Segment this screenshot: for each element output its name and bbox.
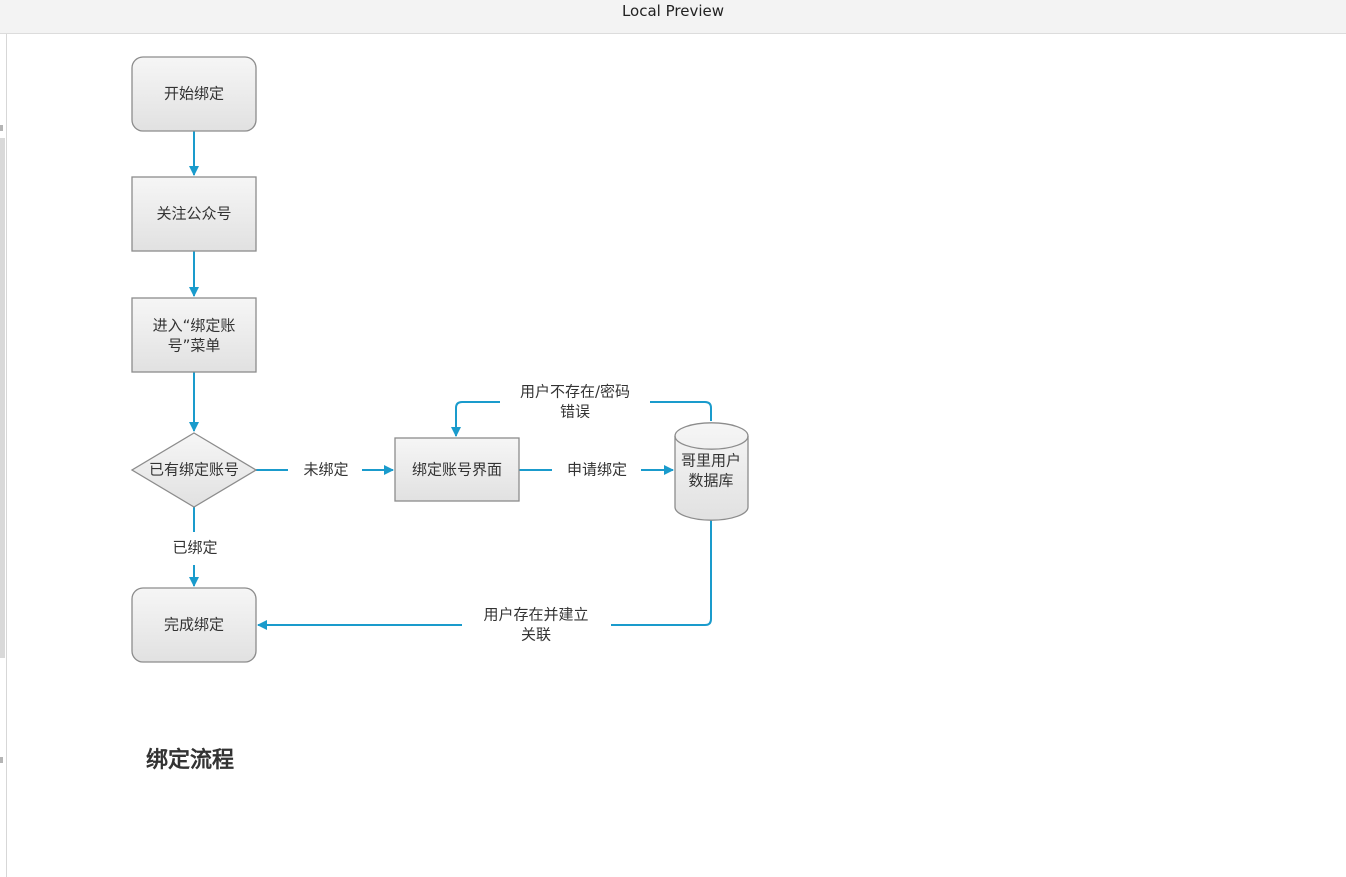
- node-decision-label: 已有绑定账号: [149, 461, 239, 479]
- node-menu-label-line2: 号”菜单: [168, 337, 221, 355]
- node-decision: [130, 432, 258, 508]
- diagram-caption: 绑定流程: [146, 748, 235, 773]
- edge-success-right: [611, 519, 712, 626]
- window-title: Local Preview: [621, 2, 725, 20]
- node-bind-ui: [394, 437, 520, 502]
- node-bind-ui-label: 绑定账号界面: [412, 461, 502, 479]
- left-edge-tick: [0, 125, 3, 131]
- edge-error-right: [650, 401, 712, 421]
- node-database-label-line1: 哥里用户: [681, 452, 741, 470]
- edge-label-error-line1: 用户不存在/密码: [520, 383, 630, 401]
- edge-error-left: [451, 401, 500, 437]
- node-menu-label-line1: 进入“绑定账: [153, 317, 236, 335]
- edge-label-error-line2: 错误: [560, 403, 590, 421]
- node-menu: [131, 297, 257, 373]
- node-follow-label: 关注公众号: [156, 205, 231, 223]
- node-start: [131, 56, 257, 132]
- edge-label-success-line2: 关联: [521, 626, 551, 644]
- node-done: [131, 587, 257, 663]
- edge-label-already-bound: 已绑定: [172, 539, 217, 557]
- node-start-label: 开始绑定: [164, 85, 224, 103]
- edge-label-request-bind: 申请绑定: [567, 461, 627, 479]
- node-database-lid: [674, 435, 749, 450]
- node-database-label-line2: 数据库: [688, 472, 733, 490]
- edge-label-success-line1: 用户存在并建立: [483, 606, 588, 624]
- left-scrollbar[interactable]: [0, 138, 5, 658]
- window-title-bar: Local Preview: [0, 0, 1346, 34]
- node-follow: [131, 176, 257, 252]
- edge-label-not-bound: 未绑定: [303, 461, 348, 479]
- left-edge-tick: [0, 757, 3, 763]
- node-done-label: 完成绑定: [164, 616, 224, 634]
